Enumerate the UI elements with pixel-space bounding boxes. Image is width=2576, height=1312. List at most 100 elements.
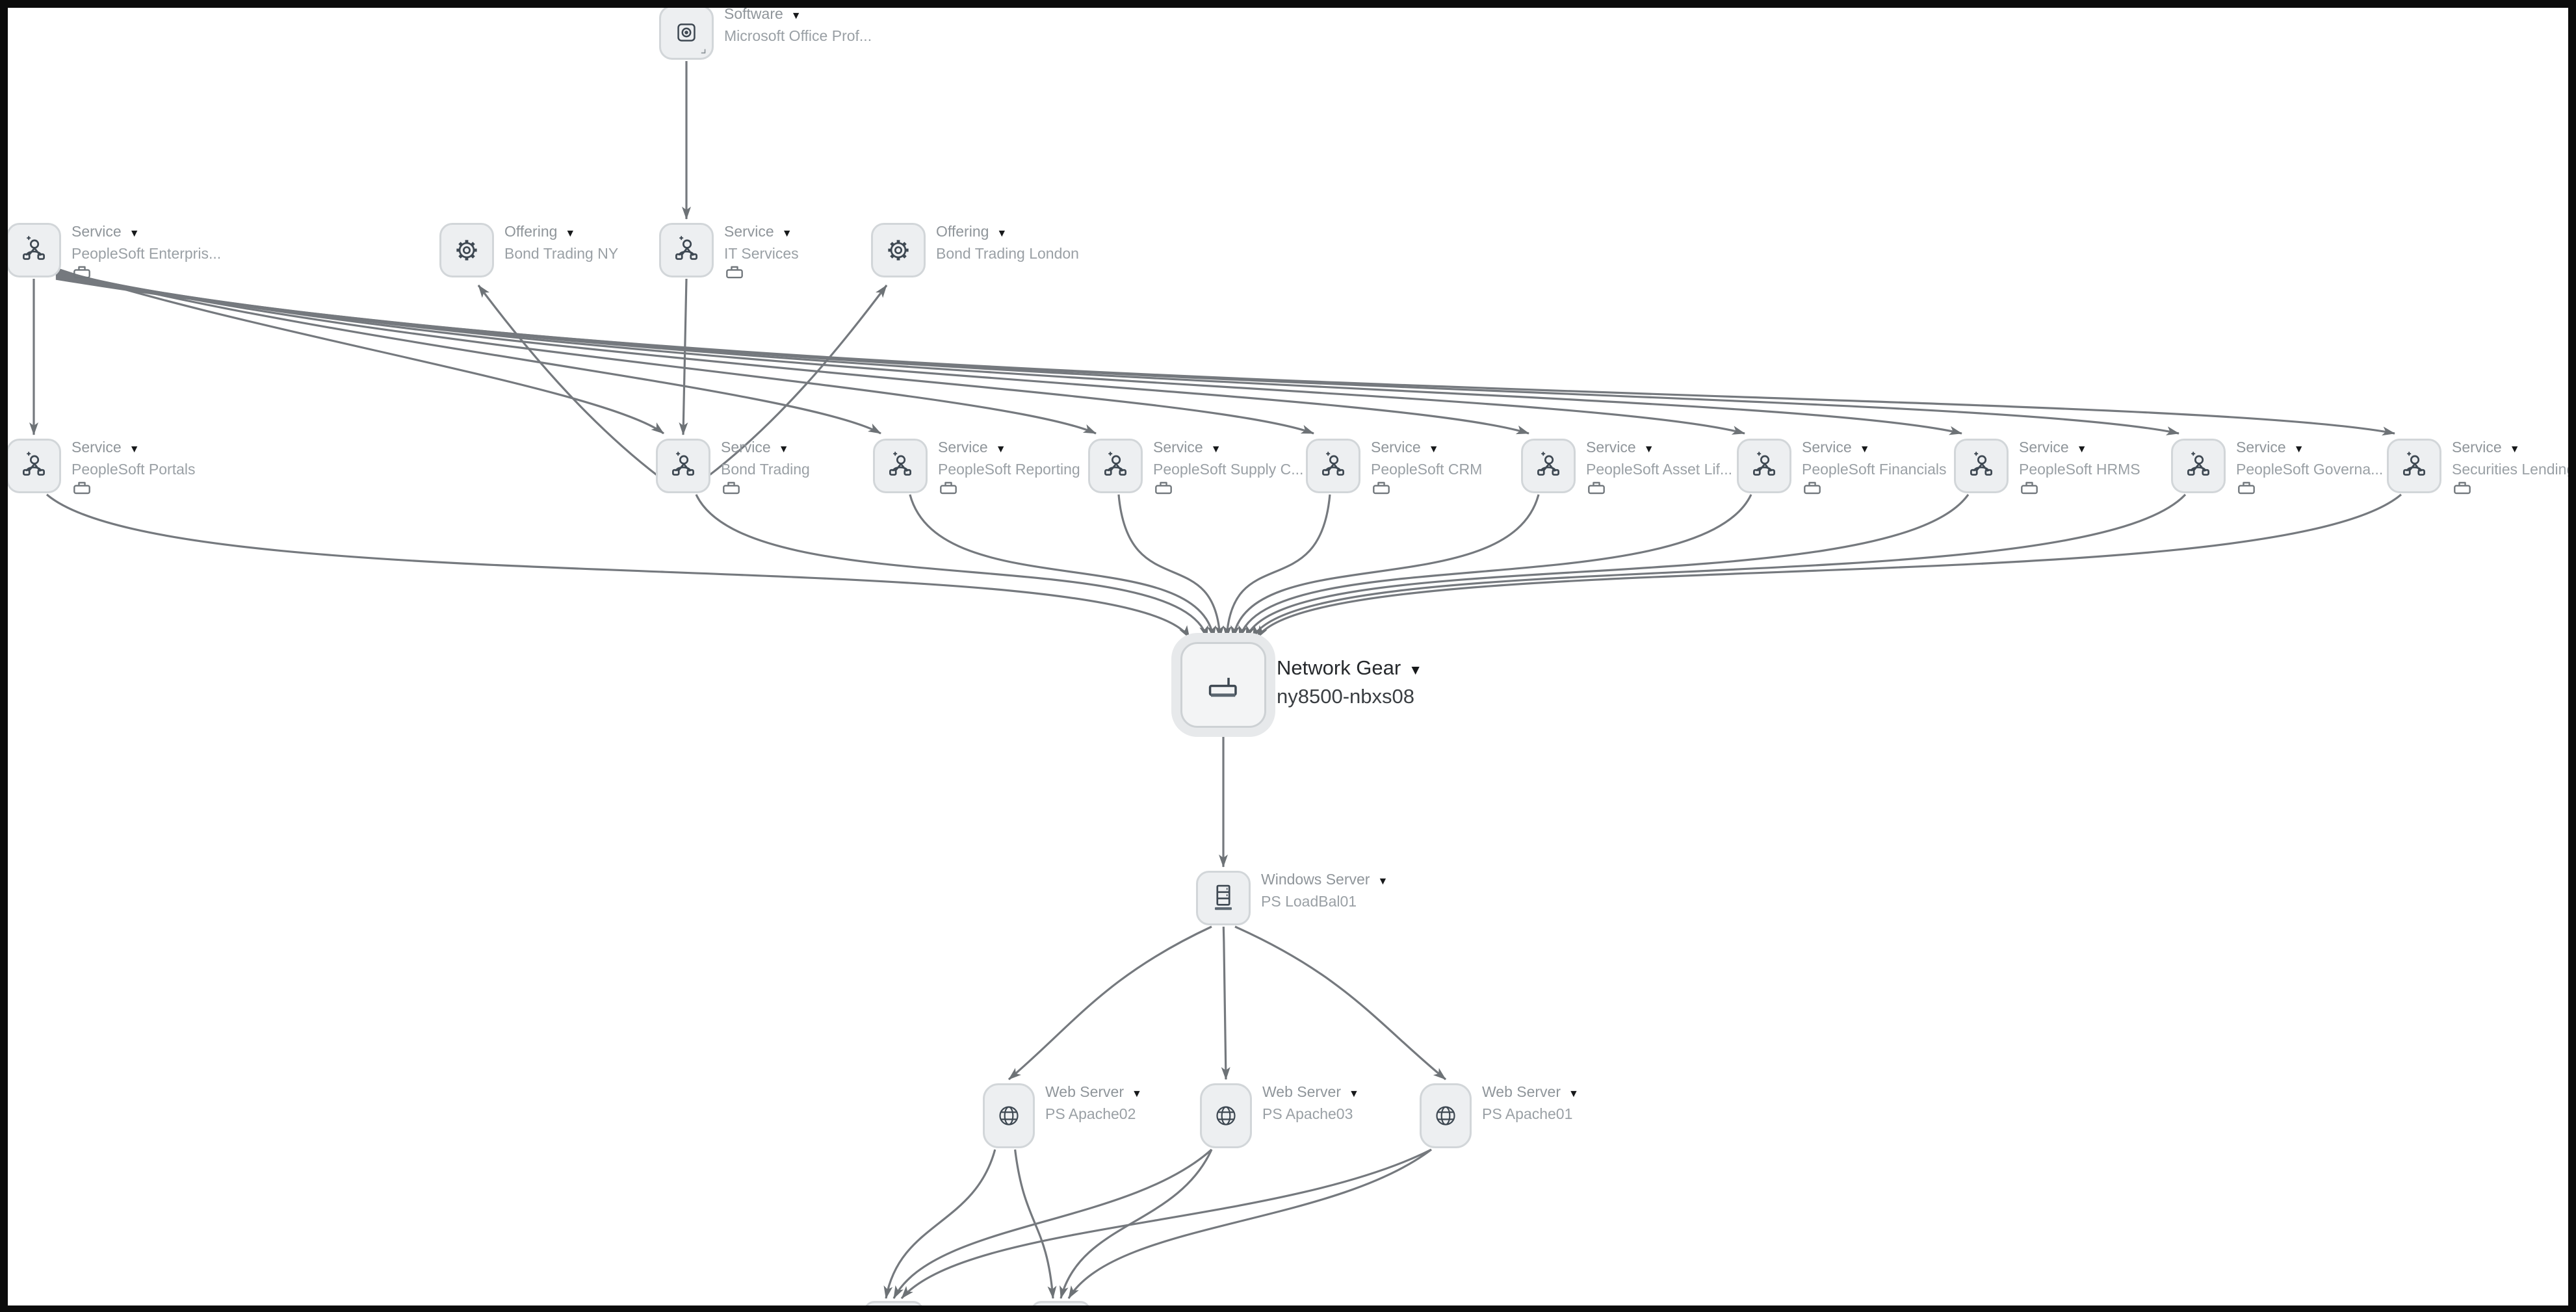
edge-apache01-stub2 bbox=[1067, 1148, 1432, 1299]
dropdown-caret-icon[interactable]: ▼ bbox=[1349, 1088, 1359, 1100]
edge-apache01-stub1 bbox=[900, 1148, 1432, 1300]
edge-financials-network_gear bbox=[1238, 494, 1752, 639]
service-icon[interactable] bbox=[1088, 439, 1143, 493]
edge-bond_trading-bond_london bbox=[707, 285, 888, 478]
node-name-label: IT Services bbox=[724, 245, 799, 262]
node-name-label: PeopleSoft Supply C... bbox=[1153, 461, 1304, 478]
node-type-label: Service bbox=[2019, 439, 2069, 456]
service-icon[interactable] bbox=[659, 223, 714, 277]
dropdown-caret-icon[interactable]: ▼ bbox=[129, 444, 140, 455]
dropdown-caret-icon[interactable]: ▼ bbox=[1210, 444, 1221, 455]
service-icon[interactable] bbox=[1521, 439, 1576, 493]
node-apache03: Web Server▼PS Apache03 bbox=[1200, 1083, 1359, 1148]
software-icon[interactable]: ⌄ bbox=[659, 5, 714, 60]
service-icon[interactable] bbox=[7, 439, 61, 493]
frame-border-top bbox=[0, 0, 2576, 8]
edge-enterprise-financials bbox=[55, 274, 1745, 435]
node-type-label: Service bbox=[1371, 439, 1421, 456]
node-name-label: PeopleSoft CRM bbox=[1371, 461, 1483, 478]
service-icon[interactable] bbox=[1306, 439, 1360, 493]
web-server-icon[interactable] bbox=[983, 1083, 1035, 1148]
node-name-label: Securities Lending bbox=[2452, 461, 2575, 478]
node-loadbal: Windows Server▼PS LoadBal01 bbox=[1196, 871, 1388, 925]
node-name-label: PeopleSoft Asset Lif... bbox=[1586, 461, 1733, 478]
edge-supply-network_gear bbox=[1117, 494, 1224, 639]
dropdown-caret-icon[interactable]: ▼ bbox=[1377, 876, 1388, 887]
edge-enterprise-securities bbox=[55, 277, 2395, 436]
service-icon[interactable] bbox=[2171, 439, 2226, 493]
windows-server-icon[interactable] bbox=[1196, 871, 1251, 925]
service-icon[interactable] bbox=[1954, 439, 2009, 493]
node-type-label: Service bbox=[938, 439, 988, 456]
edge-enterprise-governance bbox=[55, 276, 2179, 435]
node-name-label: PS Apache01 bbox=[1482, 1105, 1573, 1122]
edge-hrms-network_gear bbox=[1245, 494, 1970, 639]
dropdown-caret-icon[interactable]: ▼ bbox=[778, 444, 789, 455]
edge-securities-network_gear bbox=[1256, 493, 2402, 639]
service-icon[interactable] bbox=[656, 439, 710, 493]
node-name-label: PeopleSoft Financials bbox=[1802, 461, 1947, 478]
node-type-label: Service bbox=[72, 223, 122, 240]
service-icon[interactable] bbox=[873, 439, 928, 493]
expand-corner-icon[interactable]: ⌄ bbox=[692, 40, 712, 60]
dropdown-caret-icon[interactable]: ▼ bbox=[996, 228, 1008, 239]
node-name-label: PS Apache03 bbox=[1262, 1105, 1353, 1122]
node-apache02: Web Server▼PS Apache02 bbox=[983, 1083, 1142, 1148]
dropdown-caret-icon[interactable]: ▼ bbox=[995, 444, 1006, 455]
node-type-label: Offering bbox=[504, 223, 558, 240]
node-securities: Service ▼ Securities Lending bbox=[2387, 439, 2575, 495]
node-name-label: ny8500-nbxs08 bbox=[1277, 685, 1414, 708]
dropdown-caret-icon[interactable]: ▼ bbox=[129, 228, 140, 239]
node-name-label: Bond Trading London bbox=[936, 245, 1079, 262]
node-type-label: Service bbox=[72, 439, 122, 456]
service-icon[interactable] bbox=[7, 223, 61, 277]
dropdown-caret-icon[interactable]: ▼ bbox=[1409, 663, 1423, 678]
node-software: ⌄Software▼Microsoft Office Prof... bbox=[659, 5, 872, 60]
web-server-icon[interactable] bbox=[1420, 1083, 1472, 1148]
dropdown-caret-icon[interactable]: ▼ bbox=[790, 10, 801, 21]
edge-it_services-bond_trading bbox=[679, 278, 688, 435]
edge-governance-network_gear bbox=[1251, 493, 2187, 639]
node-type-label: Service bbox=[724, 223, 774, 240]
node-hrms: Service ▼ PeopleSoft HRMS bbox=[1954, 439, 2140, 495]
edge-asset-network_gear bbox=[1230, 494, 1540, 639]
node-apache01: Web Server▼PS Apache01 bbox=[1420, 1083, 1579, 1148]
web-server-icon[interactable] bbox=[1200, 1083, 1252, 1148]
edge-bond_trading-bond_ny bbox=[477, 285, 659, 478]
node-type-label: Service bbox=[2452, 439, 2502, 456]
dropdown-caret-icon[interactable]: ▼ bbox=[781, 228, 792, 239]
service-icon[interactable] bbox=[2387, 439, 2441, 493]
node-type-label: Windows Server bbox=[1261, 871, 1370, 888]
node-name-label: PeopleSoft HRMS bbox=[2019, 461, 2140, 478]
node-enterprise: Service ▼ PeopleSoft Enterpris... bbox=[7, 223, 221, 279]
node-reporting: Service ▼ PeopleSoft Reporting bbox=[873, 439, 1080, 495]
dropdown-caret-icon[interactable]: ▼ bbox=[1428, 444, 1439, 455]
node-name-label: PeopleSoft Reporting bbox=[938, 461, 1080, 478]
offering-icon[interactable] bbox=[871, 223, 926, 277]
dropdown-caret-icon[interactable]: ▼ bbox=[2509, 444, 2520, 455]
edge-enterprise-hrms bbox=[55, 275, 1962, 435]
dropdown-caret-icon[interactable]: ▼ bbox=[1132, 1088, 1142, 1100]
node-crm: Service ▼ PeopleSoft CRM bbox=[1306, 439, 1482, 495]
node-type-label: Service bbox=[1153, 439, 1203, 456]
node-name-label: Bond Trading bbox=[721, 461, 810, 478]
dropdown-caret-icon[interactable]: ▼ bbox=[1643, 444, 1654, 455]
node-bond_trading: Service▼Bond Trading bbox=[656, 439, 810, 495]
node-name-label: PeopleSoft Enterpris... bbox=[72, 245, 222, 262]
network-gear-icon[interactable] bbox=[1180, 642, 1266, 728]
offering-icon[interactable] bbox=[439, 223, 494, 277]
edge-reporting-network_gear bbox=[909, 494, 1216, 639]
dropdown-caret-icon[interactable]: ▼ bbox=[2293, 444, 2304, 455]
dropdown-caret-icon[interactable]: ▼ bbox=[1859, 444, 1870, 455]
edge-enterprise-reporting bbox=[55, 268, 881, 435]
edge-enterprise-asset bbox=[55, 272, 1529, 435]
dropdown-caret-icon[interactable]: ▼ bbox=[2076, 444, 2087, 455]
dropdown-caret-icon[interactable]: ▼ bbox=[1568, 1088, 1579, 1100]
edge-portals-network_gear bbox=[46, 493, 1191, 639]
diagram-canvas[interactable] bbox=[8, 8, 2568, 1306]
service-icon[interactable] bbox=[1737, 439, 1791, 493]
dropdown-caret-icon[interactable]: ▼ bbox=[565, 228, 576, 239]
